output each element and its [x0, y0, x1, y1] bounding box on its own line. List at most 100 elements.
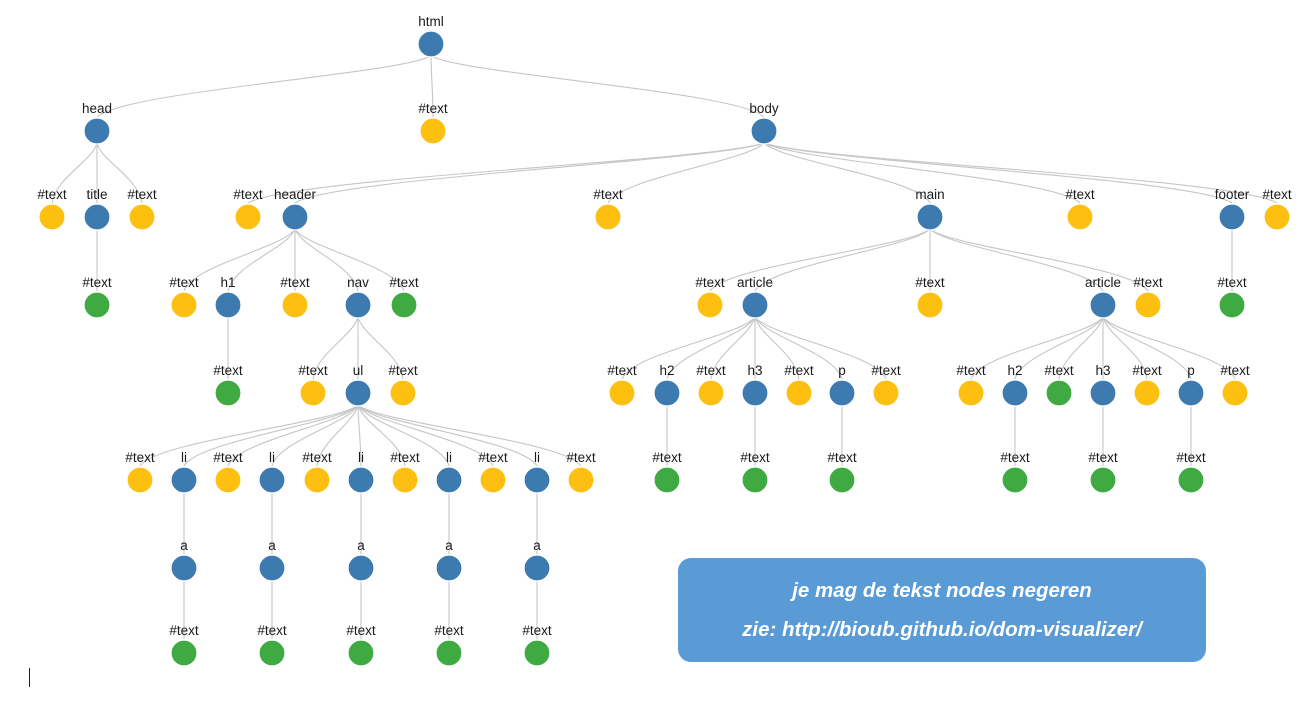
- tree-node-article1[interactable]: article: [737, 275, 773, 319]
- tree-node-a2_t3[interactable]: #text: [1132, 363, 1162, 407]
- tree-node-a1_t1[interactable]: #text: [607, 363, 637, 407]
- tree-node-circle[interactable]: [347, 466, 375, 494]
- tree-node-nav[interactable]: nav: [344, 275, 372, 319]
- tree-node-h1_t[interactable]: #text: [213, 363, 243, 407]
- tree-node-circle[interactable]: [170, 466, 198, 494]
- tree-node-circle[interactable]: [170, 291, 198, 319]
- tree-node-html_t1[interactable]: #text: [418, 101, 448, 145]
- tree-node-body_t2[interactable]: #text: [593, 187, 623, 231]
- tree-node-anchor4_t[interactable]: #text: [434, 623, 464, 667]
- tree-node-circle[interactable]: [435, 554, 463, 582]
- tree-node-a1_h3[interactable]: h3: [741, 363, 769, 407]
- tree-node-circle[interactable]: [1001, 379, 1029, 407]
- tree-node-circle[interactable]: [1218, 203, 1246, 231]
- tree-node-circle[interactable]: [214, 291, 242, 319]
- tree-node-circle[interactable]: [741, 466, 769, 494]
- tree-node-h1[interactable]: h1: [214, 275, 242, 319]
- tree-node-circle[interactable]: [828, 379, 856, 407]
- tree-node-a1h3_t[interactable]: #text: [740, 450, 770, 494]
- tree-node-circle[interactable]: [303, 466, 331, 494]
- tree-node-circle[interactable]: [1133, 379, 1161, 407]
- tree-node-circle[interactable]: [750, 117, 778, 145]
- tree-node-circle[interactable]: [344, 291, 372, 319]
- tree-node-circle[interactable]: [785, 379, 813, 407]
- tree-node-ul_t2[interactable]: #text: [213, 450, 243, 494]
- tree-node-circle[interactable]: [299, 379, 327, 407]
- tree-node-circle[interactable]: [1221, 379, 1249, 407]
- tree-node-header_t1[interactable]: #text: [169, 275, 199, 319]
- tree-node-anchor2_t[interactable]: #text: [257, 623, 287, 667]
- tree-node-circle[interactable]: [653, 379, 681, 407]
- tree-node-anchor4[interactable]: a: [435, 538, 463, 582]
- tree-node-circle[interactable]: [1263, 203, 1291, 231]
- tree-node-a1p_t[interactable]: #text: [827, 450, 857, 494]
- tree-node-head_t1[interactable]: #text: [37, 187, 67, 231]
- tree-node-main[interactable]: main: [915, 187, 945, 231]
- tree-node-circle[interactable]: [126, 466, 154, 494]
- tree-node-anchor1_t[interactable]: #text: [169, 623, 199, 667]
- tree-node-circle[interactable]: [1089, 291, 1117, 319]
- tree-node-circle[interactable]: [1177, 466, 1205, 494]
- tree-node-circle[interactable]: [567, 466, 595, 494]
- tree-node-nav_t2[interactable]: #text: [388, 363, 418, 407]
- tree-node-circle[interactable]: [697, 379, 725, 407]
- tree-node-circle[interactable]: [128, 203, 156, 231]
- tree-node-circle[interactable]: [594, 203, 622, 231]
- tree-node-circle[interactable]: [435, 466, 463, 494]
- tree-node-circle[interactable]: [214, 379, 242, 407]
- tree-node-header[interactable]: header: [274, 187, 317, 231]
- tree-node-title[interactable]: title: [83, 187, 111, 231]
- tree-node-main_t2[interactable]: #text: [915, 275, 945, 319]
- tree-node-anchor3_t[interactable]: #text: [346, 623, 376, 667]
- tree-node-circle[interactable]: [435, 639, 463, 667]
- tree-node-circle[interactable]: [1066, 203, 1094, 231]
- tree-node-head[interactable]: head: [82, 101, 112, 145]
- tree-node-circle[interactable]: [828, 466, 856, 494]
- tree-node-footer_t[interactable]: #text: [1217, 275, 1247, 319]
- tree-node-li3[interactable]: li: [347, 450, 375, 494]
- tree-node-circle[interactable]: [170, 639, 198, 667]
- tree-node-circle[interactable]: [389, 379, 417, 407]
- tree-node-circle[interactable]: [653, 466, 681, 494]
- tree-node-circle[interactable]: [258, 639, 286, 667]
- tree-node-ul_t4[interactable]: #text: [390, 450, 420, 494]
- tree-node-a1h2_t[interactable]: #text: [652, 450, 682, 494]
- tree-node-circle[interactable]: [83, 117, 111, 145]
- tree-node-circle[interactable]: [281, 203, 309, 231]
- tree-node-circle[interactable]: [696, 291, 724, 319]
- tree-node-li5[interactable]: li: [523, 450, 551, 494]
- tree-node-a2h2_t[interactable]: #text: [1000, 450, 1030, 494]
- tree-node-a2_t1[interactable]: #text: [956, 363, 986, 407]
- tree-node-body[interactable]: body: [749, 101, 779, 145]
- tree-node-li4[interactable]: li: [435, 450, 463, 494]
- tree-node-circle[interactable]: [83, 203, 111, 231]
- tree-node-body_t4[interactable]: #text: [1262, 187, 1292, 231]
- tree-node-ul_t6[interactable]: #text: [566, 450, 596, 494]
- tree-node-a2_h2[interactable]: h2: [1001, 363, 1029, 407]
- tree-node-ul_t1[interactable]: #text: [125, 450, 155, 494]
- tree-node-circle[interactable]: [916, 291, 944, 319]
- tree-node-circle[interactable]: [1089, 379, 1117, 407]
- tree-node-circle[interactable]: [1001, 466, 1029, 494]
- tree-node-circle[interactable]: [258, 554, 286, 582]
- tree-node-li1[interactable]: li: [170, 450, 198, 494]
- tree-node-a2_h3[interactable]: h3: [1089, 363, 1117, 407]
- tree-node-nav_t1[interactable]: #text: [298, 363, 328, 407]
- tree-node-a2_t4[interactable]: #text: [1220, 363, 1250, 407]
- tree-node-footer[interactable]: footer: [1215, 187, 1250, 231]
- tree-node-circle[interactable]: [523, 466, 551, 494]
- tree-node-circle[interactable]: [872, 379, 900, 407]
- tree-node-circle[interactable]: [1045, 379, 1073, 407]
- tree-node-article2[interactable]: article: [1085, 275, 1121, 319]
- tree-node-circle[interactable]: [1177, 379, 1205, 407]
- tree-node-circle[interactable]: [83, 291, 111, 319]
- tree-node-a2_t2[interactable]: #text: [1044, 363, 1074, 407]
- tree-node-circle[interactable]: [170, 554, 198, 582]
- tree-node-header_t2[interactable]: #text: [280, 275, 310, 319]
- tree-node-header_t3[interactable]: #text: [389, 275, 419, 319]
- tree-node-circle[interactable]: [234, 203, 262, 231]
- tree-node-a1_p[interactable]: p: [828, 363, 856, 407]
- tree-node-body_t1[interactable]: #text: [233, 187, 263, 231]
- tree-node-a1_t4[interactable]: #text: [871, 363, 901, 407]
- tree-node-anchor1[interactable]: a: [170, 538, 198, 582]
